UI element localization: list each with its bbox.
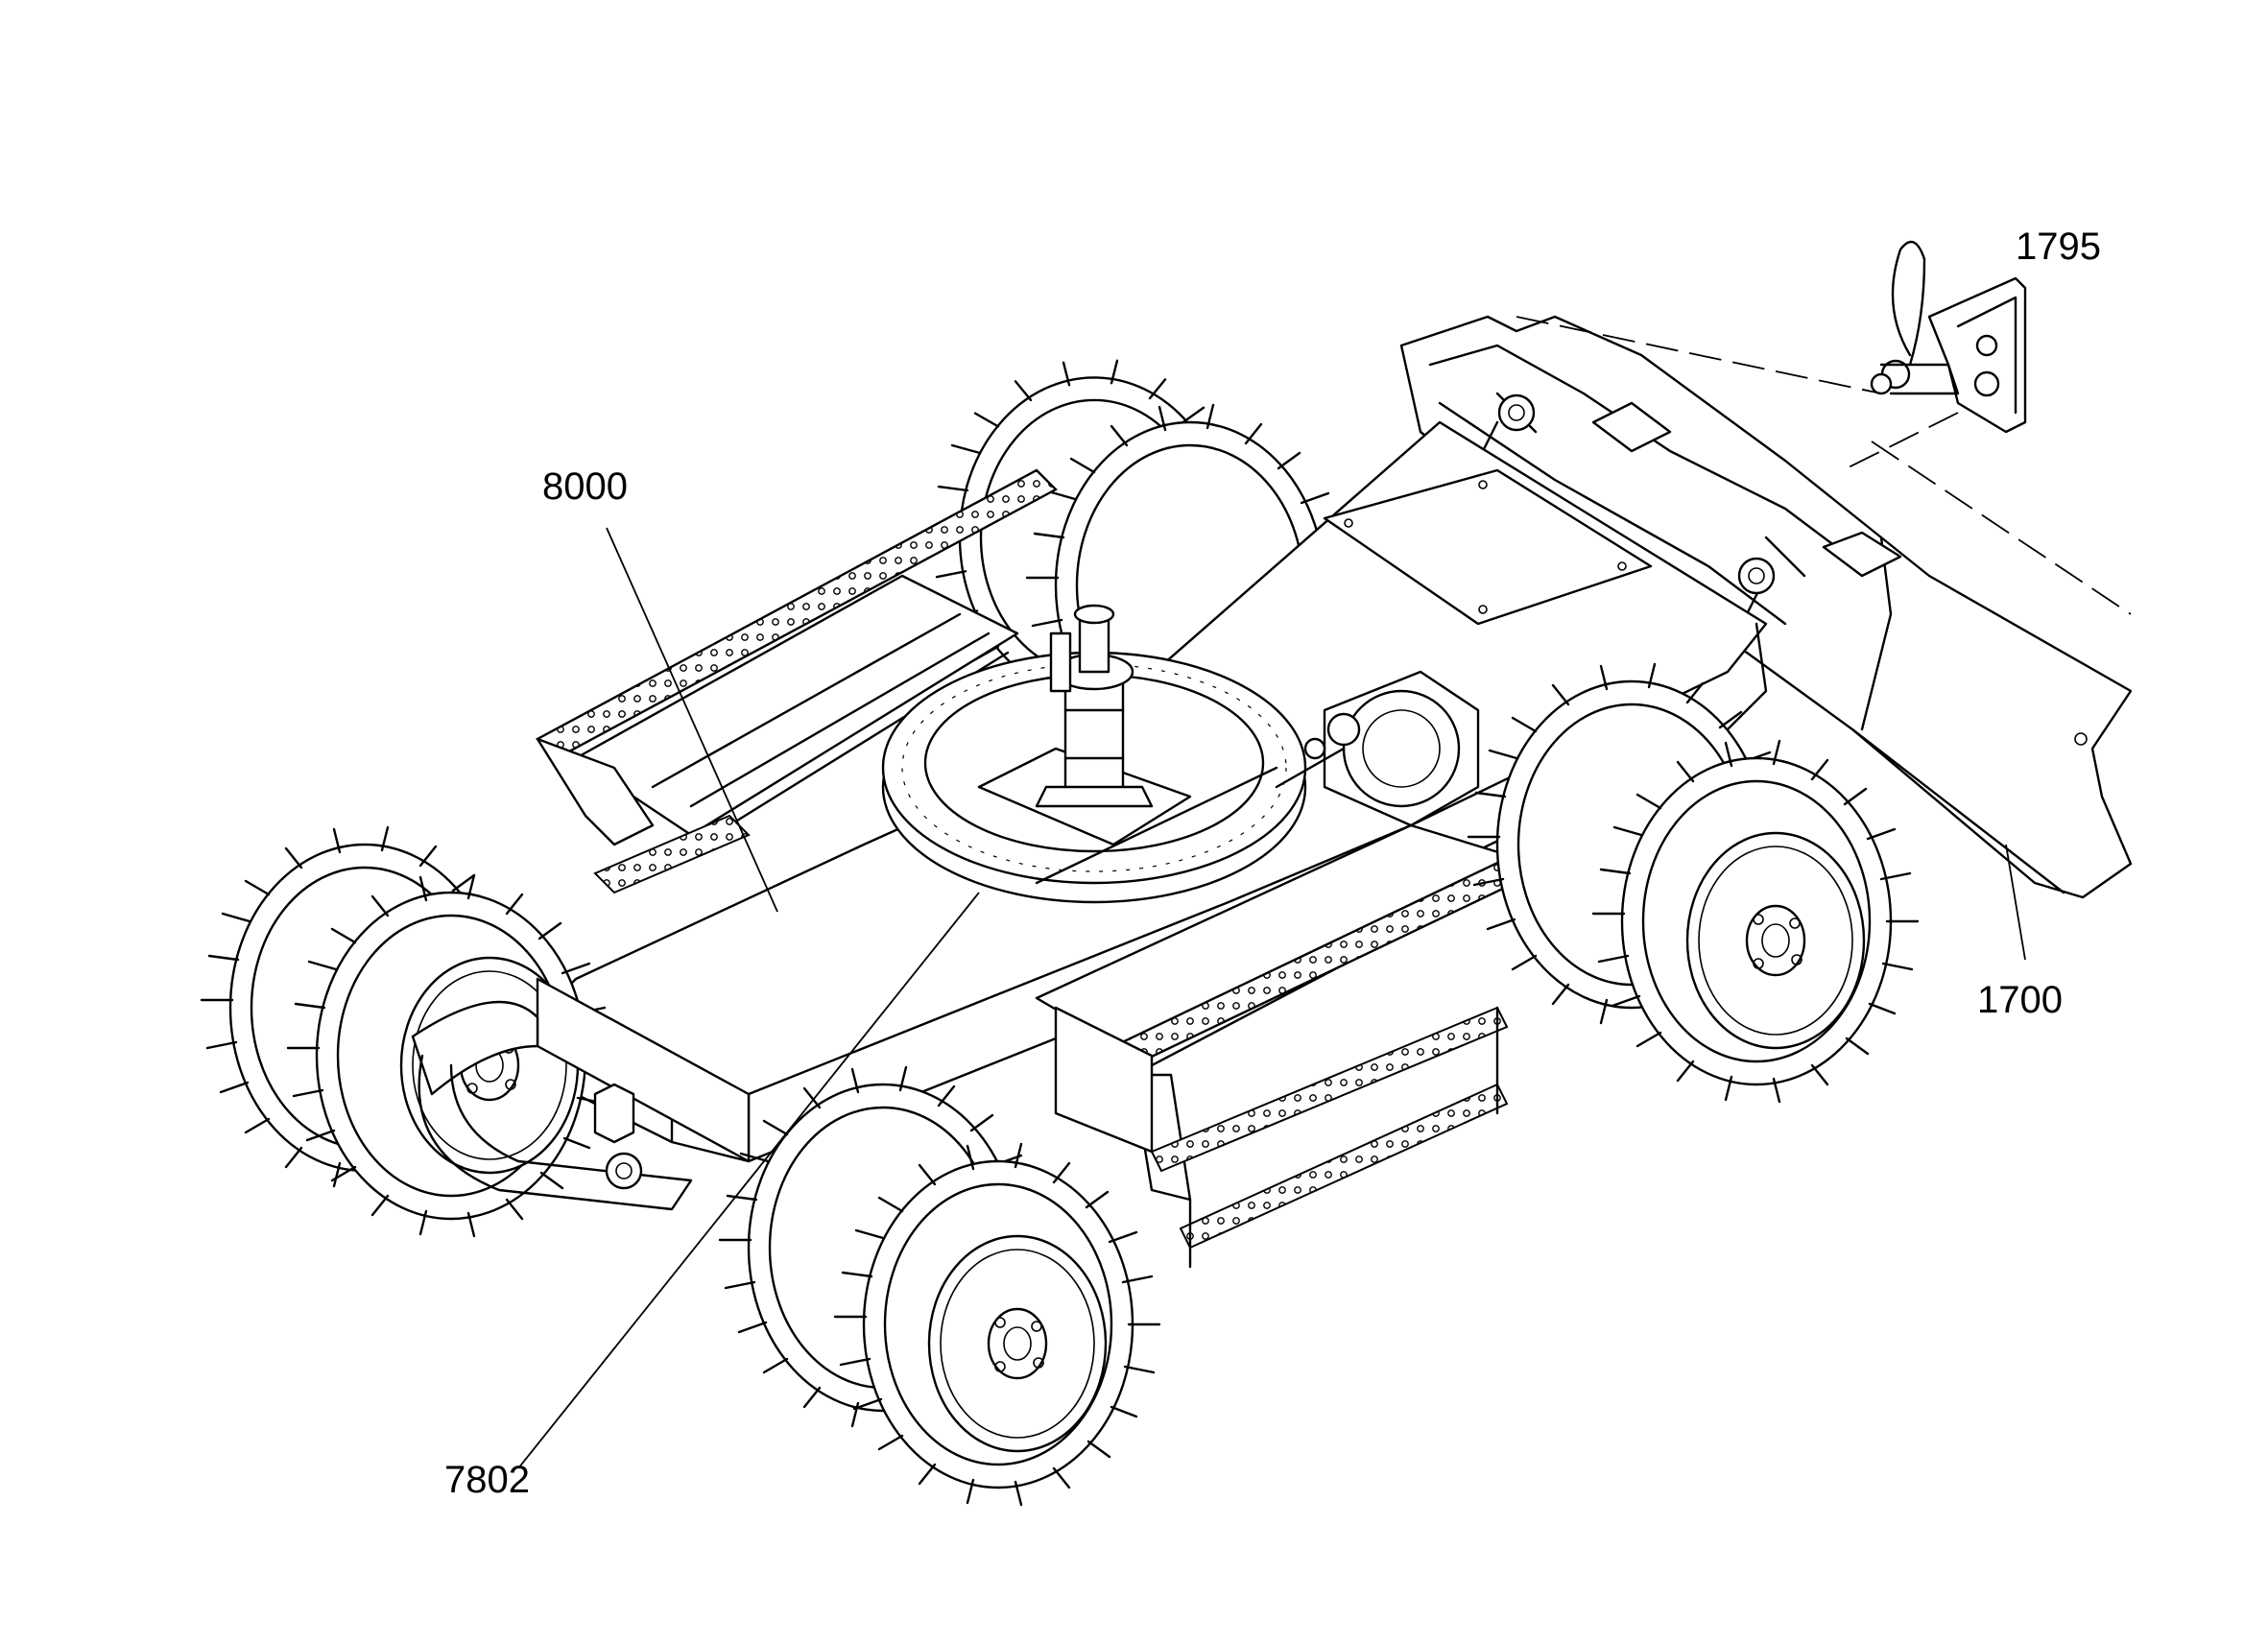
leader-7802 [517,892,980,1469]
callout-1795: 1795 [2016,226,2101,268]
callout-7802: 7802 [444,1459,530,1501]
slew-ring [881,604,1307,904]
left-step-platform [536,468,1058,894]
callout-8000: 8000 [542,465,628,508]
rear-axle [1035,670,1480,885]
explode-line-pin [1842,412,1959,471]
explode-line-right [1871,441,2132,615]
front-bumper [411,977,751,1211]
bracket-with-lynch-pin [1870,240,2027,434]
leader-8000 [606,527,778,913]
dozer-blade [1399,315,2133,961]
callout-1700: 1700 [1977,979,2063,1021]
right-step-platform [1035,823,1558,1269]
explode-line-upper [1516,316,1882,394]
